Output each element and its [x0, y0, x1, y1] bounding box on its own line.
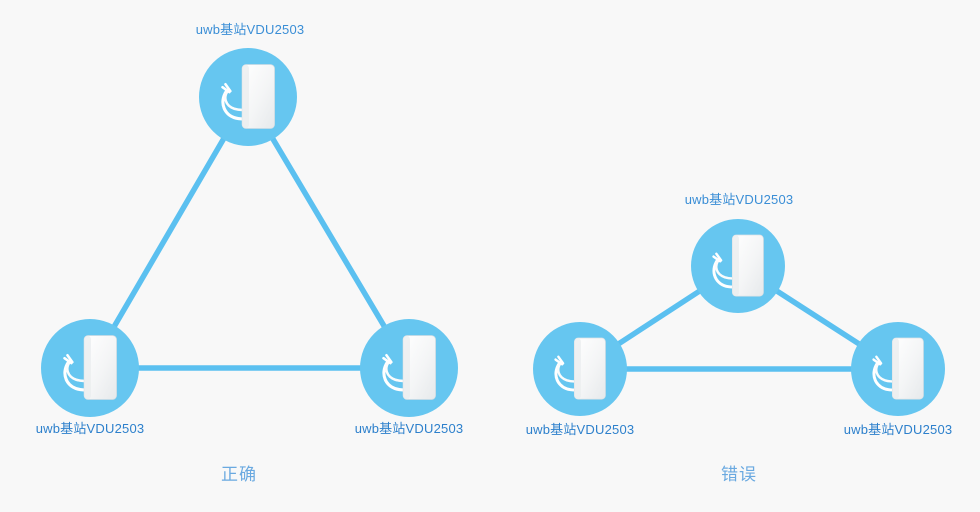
diagram-caption-wrong: 错误 [721, 465, 757, 484]
device-panel [891, 337, 924, 400]
cable-fork [872, 355, 883, 366]
uwb-base-station-left[interactable] [41, 319, 139, 417]
uwb-base-station-right[interactable] [360, 319, 458, 417]
device-panel [731, 234, 764, 297]
node-label: uwb基站VDU2503 [354, 421, 464, 436]
node-label: uwb基站VDU2503 [525, 422, 635, 437]
node-circle [41, 319, 139, 417]
node-circle [199, 48, 297, 146]
uwb-base-station-icon [872, 337, 924, 400]
uwb-base-station-right[interactable] [851, 322, 945, 416]
device-panel [402, 335, 436, 400]
node-circle [360, 319, 458, 417]
device-panel-side [84, 335, 91, 400]
device-panel [573, 337, 606, 400]
node-label: uwb基站VDU2503 [195, 22, 305, 37]
device-panel-side [403, 335, 410, 400]
uwb-base-station-icon [221, 64, 275, 129]
uwb-base-station-icon [712, 234, 764, 297]
node-circle [533, 322, 627, 416]
node-circle [851, 322, 945, 416]
device-panel-side [242, 64, 249, 129]
cable-fork [712, 252, 723, 263]
uwb-base-station-icon [382, 335, 436, 400]
node-circle [691, 219, 785, 313]
node-label: uwb基站VDU2503 [843, 422, 953, 437]
cable-fork [221, 82, 232, 94]
uwb-base-station-top[interactable] [199, 48, 297, 146]
diagram-caption-correct: 正确 [221, 465, 257, 484]
uwb-base-station-icon [63, 335, 117, 400]
device-panel-side [732, 234, 739, 297]
device-panel-side [574, 337, 581, 400]
cable-fork [554, 355, 565, 366]
node-label: uwb基站VDU2503 [35, 421, 145, 436]
uwb-base-station-top[interactable] [691, 219, 785, 313]
cable-fork [63, 353, 74, 365]
device-panel-side [892, 337, 899, 400]
node-label: uwb基站VDU2503 [684, 192, 794, 207]
uwb-base-station-icon [554, 337, 606, 400]
uwb-base-station-left[interactable] [533, 322, 627, 416]
cable-fork [382, 353, 393, 365]
device-panel [241, 64, 275, 129]
